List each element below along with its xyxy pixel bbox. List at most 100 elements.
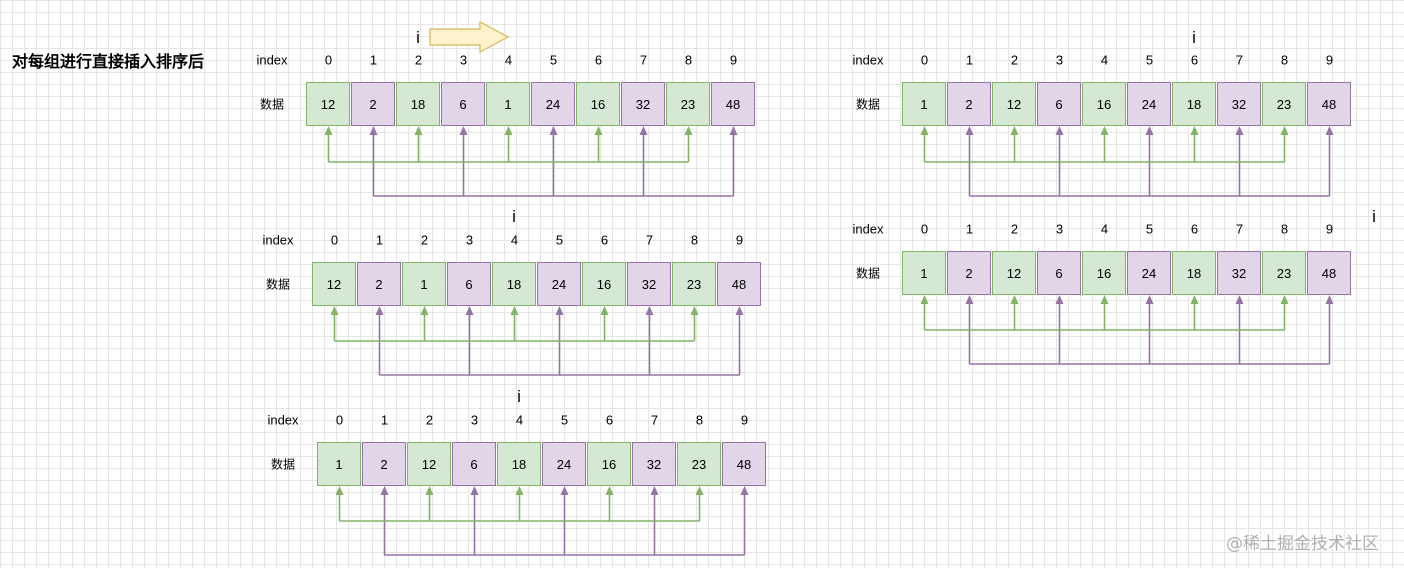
green-arrow-head-icon xyxy=(690,306,699,315)
index-label: index xyxy=(852,52,884,68)
index-number: 1 xyxy=(369,52,378,68)
green-arrow-head-icon xyxy=(1280,295,1289,304)
purple-arrow-head-icon xyxy=(735,306,744,315)
move-right-arrow-icon xyxy=(429,20,510,54)
array-cell: 2 xyxy=(947,251,991,295)
data-label: 数据 xyxy=(265,277,291,292)
index-number: 5 xyxy=(1145,221,1154,237)
index-number: 9 xyxy=(740,412,749,428)
array-cell: 24 xyxy=(531,82,575,126)
index-number: 7 xyxy=(639,52,648,68)
pointer-i: i xyxy=(1192,28,1196,47)
green-arrow-head-icon xyxy=(920,295,929,304)
index-number: 0 xyxy=(324,52,333,68)
green-arrow-head-icon xyxy=(1100,295,1109,304)
index-number: 3 xyxy=(465,232,474,248)
index-number: 4 xyxy=(510,232,519,248)
index-number: 4 xyxy=(1100,221,1109,237)
index-number: 5 xyxy=(560,412,569,428)
green-arrow-head-icon xyxy=(594,126,603,135)
green-arrow-head-icon xyxy=(1100,126,1109,135)
array-cell: 18 xyxy=(492,262,536,306)
green-arrow-head-icon xyxy=(1010,126,1019,135)
purple-arrow-head-icon xyxy=(555,306,564,315)
purple-arrow-head-icon xyxy=(1145,295,1154,304)
array-cell: 18 xyxy=(396,82,440,126)
green-arrow-head-icon xyxy=(600,306,609,315)
green-arrow-head-icon xyxy=(414,126,423,135)
array-cell: 6 xyxy=(447,262,491,306)
purple-arrow-head-icon xyxy=(1055,295,1064,304)
array-cell: 23 xyxy=(666,82,710,126)
array-cell: 1 xyxy=(402,262,446,306)
array-cell: 16 xyxy=(587,442,631,486)
green-arrow-head-icon xyxy=(1010,295,1019,304)
index-number: 4 xyxy=(504,52,513,68)
index-number: 8 xyxy=(1280,52,1289,68)
index-number: 3 xyxy=(459,52,468,68)
array-cell: 6 xyxy=(1037,251,1081,295)
array-cell: 18 xyxy=(1172,82,1216,126)
purple-arrow-head-icon xyxy=(650,486,659,495)
index-number: 2 xyxy=(425,412,434,428)
array-cell: 24 xyxy=(1127,251,1171,295)
array-cell: 6 xyxy=(441,82,485,126)
index-number: 1 xyxy=(380,412,389,428)
array-cell: 12 xyxy=(992,82,1036,126)
index-number: 8 xyxy=(690,232,699,248)
array-cell: 48 xyxy=(717,262,761,306)
index-number: 9 xyxy=(729,52,738,68)
purple-arrow-head-icon xyxy=(645,306,654,315)
array-cell: 2 xyxy=(947,82,991,126)
purple-arrow-head-icon xyxy=(1145,126,1154,135)
pointer-i: i xyxy=(1372,207,1376,226)
data-label: 数据 xyxy=(259,97,285,112)
index-number: 2 xyxy=(1010,221,1019,237)
green-arrow-head-icon xyxy=(335,486,344,495)
array-cell: 23 xyxy=(677,442,721,486)
array-cell: 1 xyxy=(902,251,946,295)
array-cell: 16 xyxy=(1082,251,1126,295)
green-arrow-head-icon xyxy=(1280,126,1289,135)
index-label: index xyxy=(267,412,299,428)
index-number: 2 xyxy=(420,232,429,248)
pointer-i: i xyxy=(512,207,516,226)
array-cell: 23 xyxy=(1262,251,1306,295)
array-cell: 48 xyxy=(711,82,755,126)
index-number: 3 xyxy=(1055,221,1064,237)
array-cell: 32 xyxy=(627,262,671,306)
purple-arrow-head-icon xyxy=(639,126,648,135)
purple-arrow-head-icon xyxy=(729,126,738,135)
green-arrow-head-icon xyxy=(330,306,339,315)
index-number: 4 xyxy=(1100,52,1109,68)
array-cell: 24 xyxy=(1127,82,1171,126)
green-arrow-head-icon xyxy=(420,306,429,315)
array-cell: 16 xyxy=(576,82,620,126)
index-label: index xyxy=(256,52,288,68)
green-arrow-head-icon xyxy=(1190,295,1199,304)
array-cell: 1 xyxy=(902,82,946,126)
purple-arrow-head-icon xyxy=(465,306,474,315)
purple-arrow-head-icon xyxy=(1235,295,1244,304)
index-number: 6 xyxy=(1190,52,1199,68)
index-number: 6 xyxy=(605,412,614,428)
index-number: 7 xyxy=(1235,52,1244,68)
index-number: 6 xyxy=(594,52,603,68)
array-cell: 2 xyxy=(351,82,395,126)
array-cell: 1 xyxy=(486,82,530,126)
array-cell: 23 xyxy=(1262,82,1306,126)
purple-arrow-head-icon xyxy=(1325,126,1334,135)
array-cell: 32 xyxy=(632,442,676,486)
purple-arrow-head-icon xyxy=(470,486,479,495)
watermark: @稀土掘金技术社区 xyxy=(1226,534,1379,554)
array-cell: 2 xyxy=(362,442,406,486)
green-arrow-head-icon xyxy=(504,126,513,135)
index-number: 2 xyxy=(414,52,423,68)
purple-arrow-head-icon xyxy=(1325,295,1334,304)
array-cell: 23 xyxy=(672,262,716,306)
index-number: 8 xyxy=(684,52,693,68)
index-number: 5 xyxy=(549,52,558,68)
array-cell: 12 xyxy=(312,262,356,306)
index-number: 1 xyxy=(375,232,384,248)
